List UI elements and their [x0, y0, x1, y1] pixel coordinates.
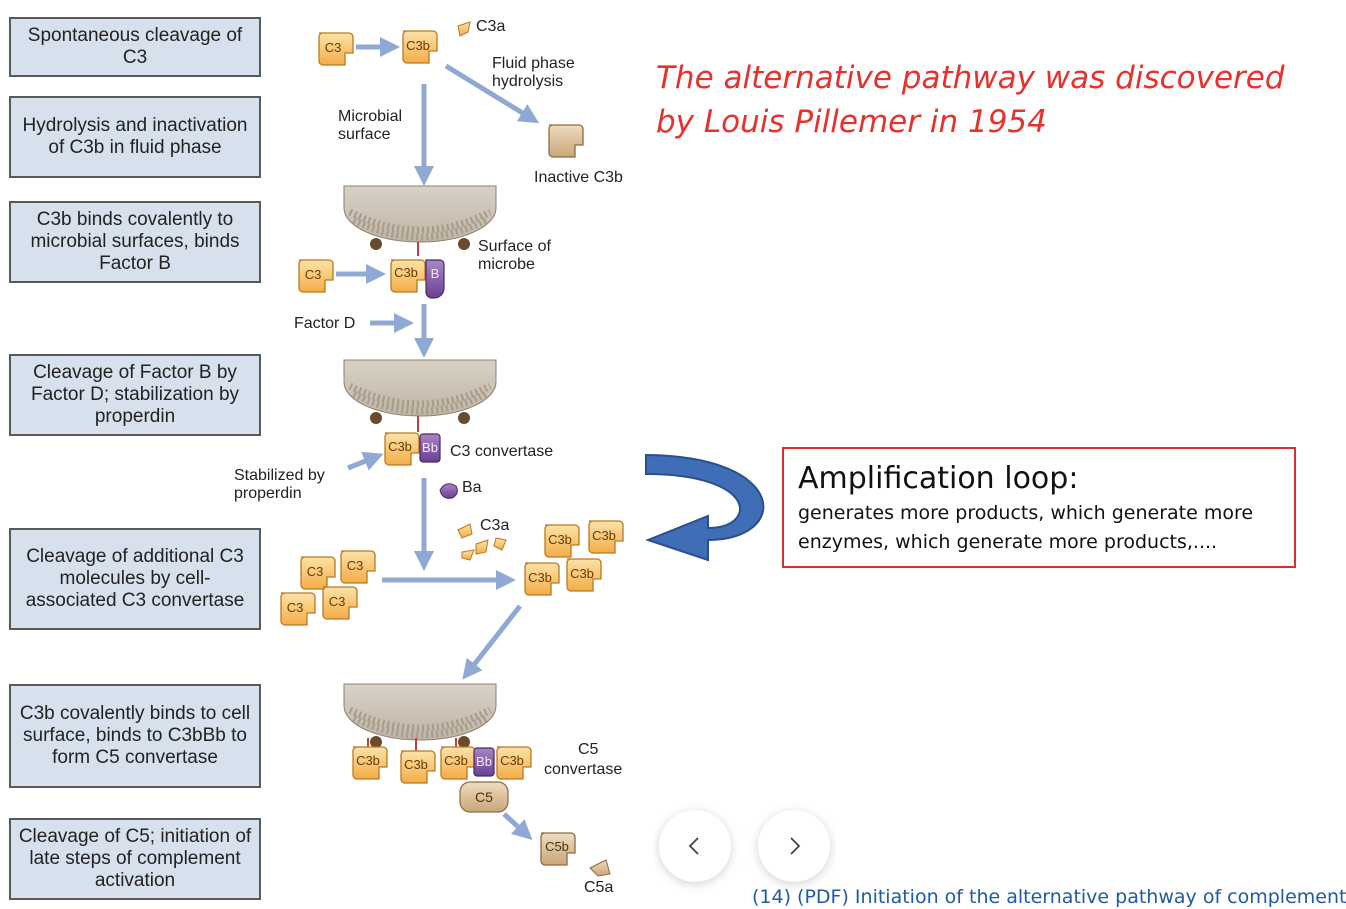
- discovery-title: The alternative pathway was discovered b…: [656, 60, 1285, 140]
- step-label: C3b binds covalently to microbial surfac…: [30, 209, 240, 274]
- label-c3b: C3b: [548, 532, 572, 547]
- ba-fragment: [439, 483, 458, 499]
- label-c5a: C5a: [584, 879, 613, 896]
- label-ba: Ba: [462, 479, 482, 496]
- c3-cluster: C3 C3 C3 C3: [280, 550, 376, 626]
- label-c5: C5: [578, 741, 599, 758]
- c3b-cluster: C3b C3b C3b C3b: [524, 520, 624, 596]
- step-box-additional-c3-cleavage: Cleavage of additional C3 molecules by c…: [9, 528, 261, 630]
- chevron-right-icon: [790, 837, 801, 855]
- label-inactive-c3b: Inactive C3b: [534, 169, 623, 186]
- label-c3b: C3b: [356, 753, 380, 768]
- c3a-fragments: [457, 523, 507, 561]
- label-b: B: [431, 266, 440, 281]
- c5b-molecule: C5b: [540, 832, 576, 866]
- arrow-to-c5-convertase: [462, 604, 522, 680]
- label-c3b: C3b: [404, 757, 428, 772]
- label-c3: C3: [347, 558, 364, 573]
- step-label: Cleavage of C5; initiation of late steps…: [18, 826, 252, 891]
- c3b-b-complex: C3b B: [390, 259, 445, 299]
- label-c3b: C3b: [394, 265, 418, 280]
- label-c3b: C3b: [592, 528, 616, 543]
- arrow-properdin: [347, 451, 384, 471]
- label-c3: C3: [287, 600, 304, 615]
- label-c3b: C3b: [570, 566, 594, 581]
- step-box-hydrolysis: Hydrolysis and inactivation of C3b in fl…: [9, 96, 261, 178]
- arrow-to-c5b: [502, 812, 533, 841]
- chevron-left-icon: [688, 837, 699, 855]
- label-c3: C3: [305, 267, 322, 282]
- microbe-membrane-2: [344, 360, 496, 432]
- amplification-heading: Amplification loop:: [798, 461, 1079, 496]
- label-c3b: C3b: [444, 753, 468, 768]
- label-microbe: microbe: [478, 256, 535, 273]
- c5a-fragment: [589, 859, 611, 877]
- amplification-arrow: [645, 453, 765, 562]
- amplification-loop-box: Amplification loop: generates more produ…: [782, 447, 1296, 568]
- label-c3: C3: [325, 40, 342, 55]
- label-convertase: convertase: [544, 761, 622, 778]
- step-label: Hydrolysis and inactivation of C3b in fl…: [22, 115, 248, 158]
- step-box-spontaneous-cleavage: Spontaneous cleavage of C3: [9, 17, 261, 77]
- label-c5b: C5b: [545, 839, 569, 854]
- label-c3b: C3b: [500, 753, 524, 768]
- cell-membrane-3: [344, 684, 496, 754]
- step-label: Cleavage of Factor B by Factor D; stabil…: [30, 362, 240, 427]
- label-hydrolysis: hydrolysis: [492, 73, 563, 90]
- label-c3: C3: [307, 564, 324, 579]
- step-box-c3b-binds: C3b binds covalently to microbial surfac…: [9, 201, 261, 283]
- step-box-factor-b-cleavage: Cleavage of Factor B by Factor D; stabil…: [9, 354, 261, 436]
- label-c3a-mid: C3a: [480, 517, 509, 534]
- arrow-to-inactive-c3b: [444, 63, 540, 124]
- label-microbial: Microbial: [338, 108, 402, 125]
- label-bb: Bb: [422, 440, 438, 455]
- prev-button[interactable]: [659, 810, 731, 882]
- inactive-c3b-molecule: [548, 124, 584, 158]
- c3a-fragment: [457, 21, 471, 37]
- label-c3b: C3b: [406, 38, 430, 53]
- c3-molecule: C3: [318, 32, 354, 66]
- label-c3-convertase: C3 convertase: [450, 443, 553, 460]
- c3bbb-complex: C3b Bb: [384, 432, 441, 466]
- label-stabilized-by: Stabilized by: [234, 467, 325, 484]
- c5-convertase-complex: C3b C3b C3b Bb C3b C5: [352, 746, 532, 813]
- step-box-c5-convertase: C3b covalently binds to cell surface, bi…: [9, 684, 261, 788]
- label-fluid-phase: Fluid phase: [492, 55, 575, 72]
- label-factor-d: Factor D: [294, 315, 355, 332]
- label-surface-of: Surface of: [478, 238, 551, 255]
- step-box-c5-cleavage: Cleavage of C5; initiation of late steps…: [9, 818, 261, 900]
- next-button[interactable]: [758, 810, 830, 882]
- step-label: Cleavage of additional C3 molecules by c…: [25, 546, 245, 611]
- step-label: C3b covalently binds to cell surface, bi…: [19, 703, 251, 768]
- amplification-description: generates more products, which generate …: [798, 502, 1254, 553]
- source-link[interactable]: (14) (PDF) Initiation of the alternative…: [752, 886, 1346, 908]
- label-surface: surface: [338, 126, 391, 143]
- label-c3: C3: [329, 594, 346, 609]
- pathway-arrows: [336, 37, 540, 841]
- step-label: Spontaneous cleavage of C3: [27, 25, 243, 68]
- label-c3a-top: C3a: [476, 18, 505, 35]
- label-c3b: C3b: [388, 439, 412, 454]
- label-c5-molecule: C5: [475, 789, 493, 805]
- c3-molecule-2: C3: [298, 259, 334, 293]
- microbe-membrane-1: [344, 186, 496, 256]
- label-properdin: properdin: [234, 485, 302, 502]
- label-c3b: C3b: [528, 570, 552, 585]
- c3b-molecule: C3b: [402, 30, 438, 64]
- label-bb: Bb: [476, 754, 492, 769]
